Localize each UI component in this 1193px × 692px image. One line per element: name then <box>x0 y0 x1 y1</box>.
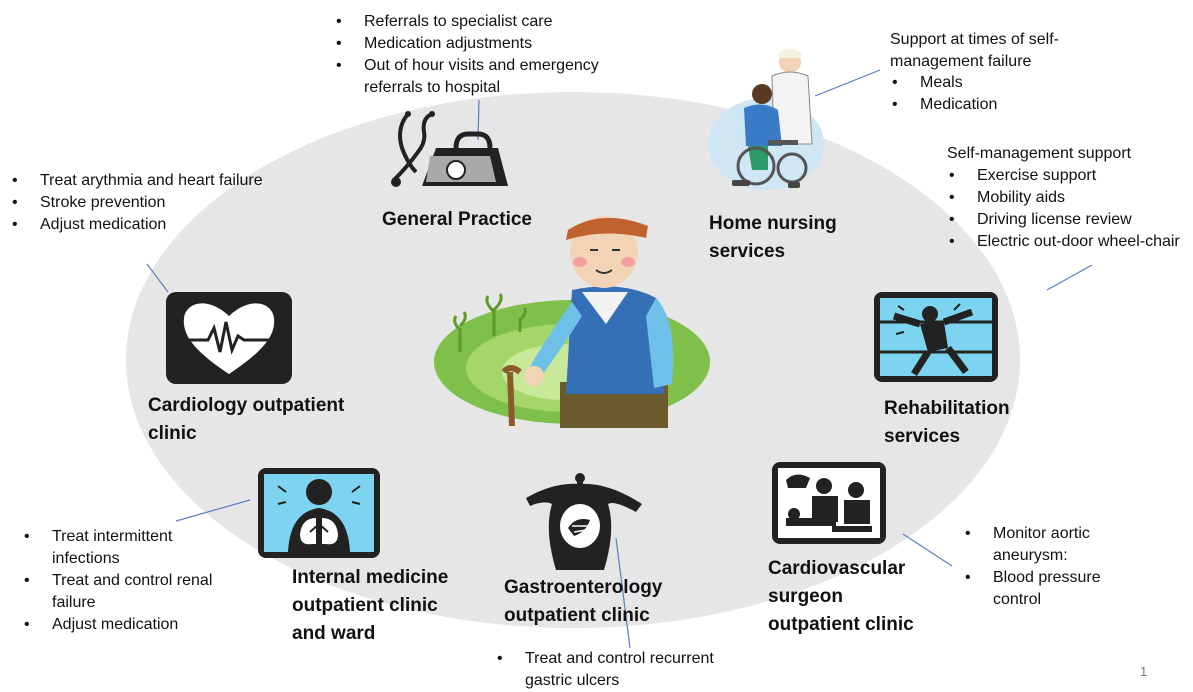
gp-note-3: Out of hour visits and emergency <box>334 55 599 77</box>
home-nursing-heading-line-2: management failure <box>890 53 1032 70</box>
internal-medicine-notes: Treat intermittent infections Treat and … <box>22 526 212 636</box>
cardiovascular-line-2: surgeon <box>768 586 843 607</box>
stomach-figure-icon <box>526 473 642 570</box>
internal-medicine-line-2: outpatient clinic <box>292 595 438 616</box>
internal-medicine-label: Internal medicine outpatient clinic and … <box>292 564 448 648</box>
leader-line-rehab <box>1046 264 1093 291</box>
home-nursing-notes-heading: Support at times of self- management fai… <box>890 29 1059 73</box>
internal-note-3: Adjust medication <box>22 614 212 636</box>
cardiovascular-notes: Monitor aortic aneurysm: Blood pressure … <box>963 523 1101 611</box>
elderly-man-icon <box>434 216 710 428</box>
rehabilitation-runner-icon <box>874 292 998 382</box>
rehab-note-3: Driving license review <box>947 209 1180 231</box>
page-number: 1 <box>1140 664 1148 679</box>
lungs-icon <box>258 468 380 558</box>
home-nursing-label: Home nursing services <box>709 210 837 266</box>
home-nursing-line-1: Home nursing <box>709 213 837 234</box>
wheelchair-nurse-icon <box>708 49 824 190</box>
cardiology-note-1: Treat arythmia and heart failure <box>10 170 263 192</box>
rehabilitation-line-2: services <box>884 426 961 447</box>
rehabilitation-line-1: Rehabilitation <box>884 398 1010 419</box>
internal-note-2-continued: failure <box>52 594 96 611</box>
cardiology-note-2: Stroke prevention <box>10 192 263 214</box>
home-nursing-note-1: Meals <box>890 72 997 94</box>
leader-line-gastro <box>615 537 631 649</box>
cardiology-note-3: Adjust medication <box>10 214 263 236</box>
gp-note-3-continued: referrals to hospital <box>364 79 501 96</box>
home-nursing-heading-line-1: Support at times of self- <box>890 31 1059 48</box>
rehabilitation-label: Rehabilitation services <box>884 395 1010 451</box>
surgery-team-icon <box>772 462 886 544</box>
gastro-note-1-continued: gastric ulcers <box>525 672 620 689</box>
cardiovascular-label: Cardiovascular surgeon outpatient clinic <box>768 555 914 639</box>
general-practice-label: General Practice <box>382 206 532 234</box>
cardiovascular-note-2-continued: control <box>993 591 1042 608</box>
rehab-note-4: Electric out-door wheel-chair <box>947 231 1180 253</box>
gp-note-1: Referrals to specialist care <box>334 11 599 33</box>
rehab-notes-heading: Self-management support <box>947 145 1132 162</box>
internal-note-1-continued: infections <box>52 550 120 567</box>
leader-line-cardiovascular <box>902 533 953 567</box>
home-nursing-notes: Meals Medication <box>890 72 997 116</box>
gp-notes: Referrals to specialist care Medication … <box>334 11 599 77</box>
internal-note-2: Treat and control renal <box>22 570 212 592</box>
cardiovascular-note-1: Monitor aortic <box>963 523 1101 545</box>
rehab-notes: Exercise support Mobility aids Driving l… <box>947 165 1180 253</box>
gastroenterology-line-1: Gastroenterology <box>504 577 663 598</box>
internal-note-1: Treat intermittent <box>22 526 212 548</box>
doctor-bag-stethoscope-icon <box>391 111 508 187</box>
leader-line-internal <box>175 499 251 522</box>
leader-line-home-nursing <box>814 69 881 97</box>
cardiovascular-note-1-continued: aneurysm: <box>993 547 1068 564</box>
cardiovascular-line-1: Cardiovascular <box>768 558 906 579</box>
cardiology-line-1: Cardiology outpatient <box>148 395 345 416</box>
home-nursing-line-2: services <box>709 241 786 262</box>
cardiovascular-note-2: Blood pressure <box>963 567 1101 589</box>
gastro-note-1: Treat and control recurrent <box>495 648 714 670</box>
gastroenterology-line-2: outpatient clinic <box>504 605 650 626</box>
cardiology-line-2: clinic <box>148 423 197 444</box>
rehab-note-2: Mobility aids <box>947 187 1180 209</box>
internal-medicine-line-3: and ward <box>292 623 376 644</box>
gastroenterology-notes: Treat and control recurrent gastric ulce… <box>495 648 714 692</box>
leader-line-cardiology <box>146 263 169 293</box>
heart-ecg-icon <box>166 292 292 384</box>
cardiology-label: Cardiology outpatient clinic <box>148 392 344 448</box>
home-nursing-note-2: Medication <box>890 94 997 116</box>
general-practice-text: General Practice <box>382 209 532 230</box>
internal-medicine-line-1: Internal medicine <box>292 567 449 588</box>
cardiovascular-line-3: outpatient clinic <box>768 614 914 635</box>
cardiology-notes: Treat arythmia and heart failure Stroke … <box>10 170 263 236</box>
rehab-note-1: Exercise support <box>947 165 1180 187</box>
gastroenterology-label: Gastroenterology outpatient clinic <box>504 574 662 630</box>
gp-note-2: Medication adjustments <box>334 33 599 55</box>
